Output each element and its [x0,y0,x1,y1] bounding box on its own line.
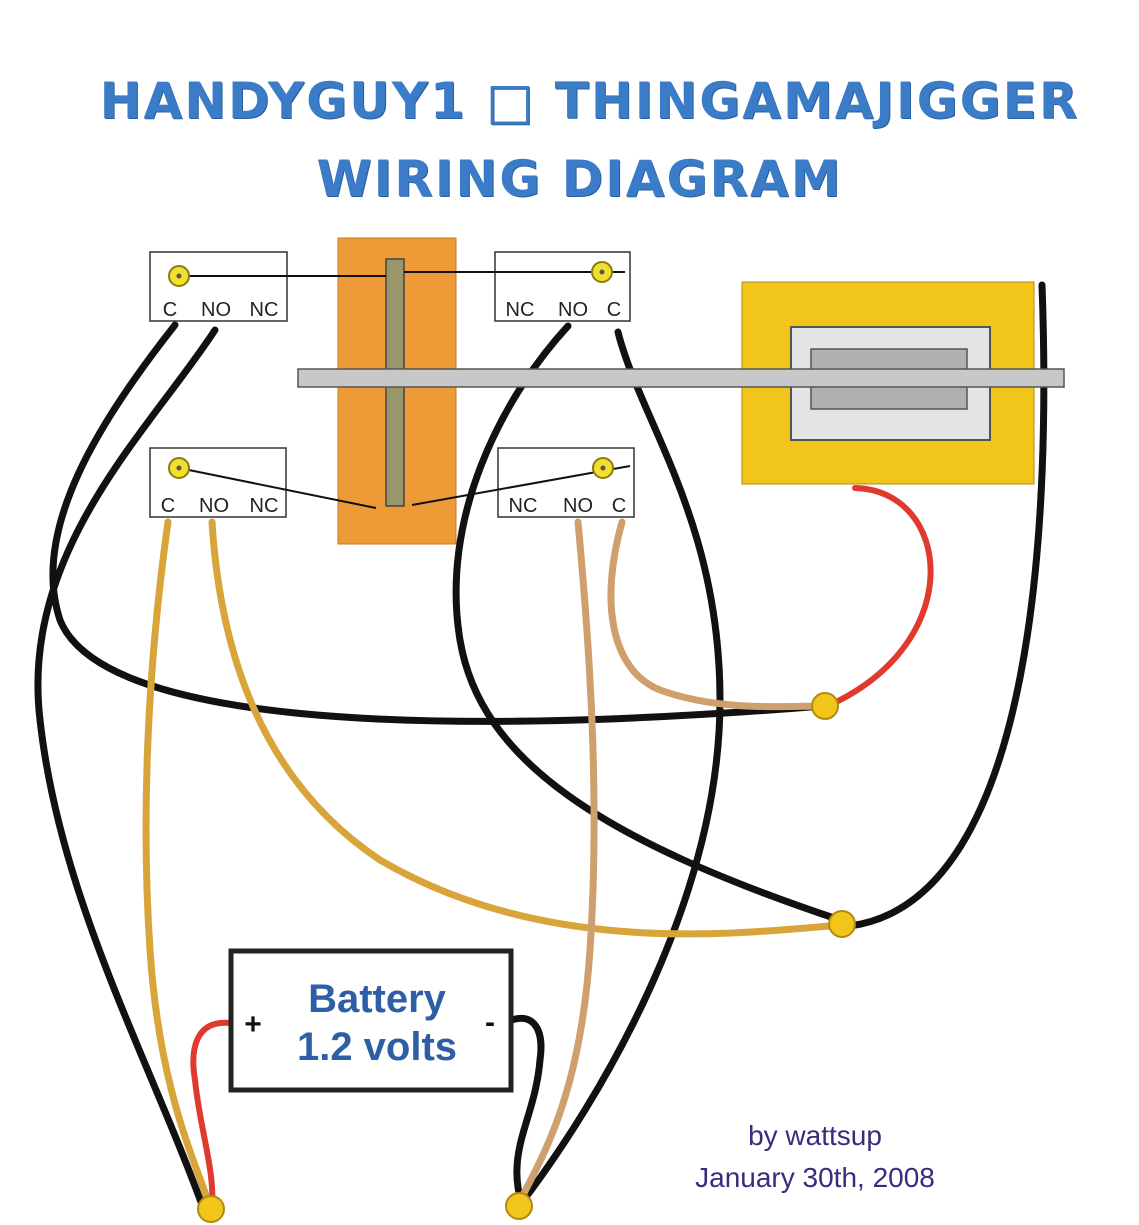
switch-label: NO [201,299,231,321]
junction-terminal [197,1195,225,1223]
battery: Battery 1.2 volts + - [228,948,514,1093]
wire-tan-br-no [514,518,598,1209]
switch-label: NC [250,299,279,321]
junction-terminal [811,692,839,720]
wire-red-yellow [827,485,934,708]
battery-label: Battery [308,977,447,1021]
battery-plus-terminal: + [244,1008,262,1041]
switch-bottom-right: NC NO C [411,447,635,518]
switch-label: NC [509,495,538,517]
diagram-title-line1: HANDYGUY1 □ THINGAMAJIGGER [99,72,1080,130]
orange-actuator-block [337,237,457,545]
wire-red-battery-plus [190,1019,233,1211]
battery-minus-terminal: - [485,1006,495,1039]
switch-label: NO [563,495,593,517]
switch-label: C [612,495,626,517]
wire-black-tl-c [49,321,827,725]
wire-gold-bl-c [142,518,214,1212]
battery-voltage: 1.2 volts [297,1025,457,1069]
switch-label: NC [250,495,279,517]
wire-black-tr-c [516,328,724,1209]
switch-bottom-left: C NO NC [149,447,377,518]
switch-label: C [607,299,621,321]
wire-black-battery-minus [501,1014,545,1209]
wire-tan-br-c [607,518,827,711]
diagram-title-line2: WIRING DIAGRAM [316,150,843,208]
wire-black-tl-no [34,326,219,1217]
wire-black-tr-no [452,322,844,924]
switch-label: NO [199,495,229,517]
horizontal-rod [297,368,1065,388]
credit-date: January 30th, 2008 [695,1162,935,1193]
credit-author: by wattsup [748,1120,882,1151]
switch-label: C [161,495,175,517]
junction-terminal [505,1192,533,1220]
switch-label: C [163,299,177,321]
switch-label: NC [506,299,535,321]
wire-gold-bl-no [208,518,846,938]
junction-terminal [828,910,856,938]
switch-top-left: C NO NC [149,251,386,322]
switch-label: NO [558,299,588,321]
junctions [197,692,856,1223]
switch-top-right: NC NO C [404,251,631,322]
